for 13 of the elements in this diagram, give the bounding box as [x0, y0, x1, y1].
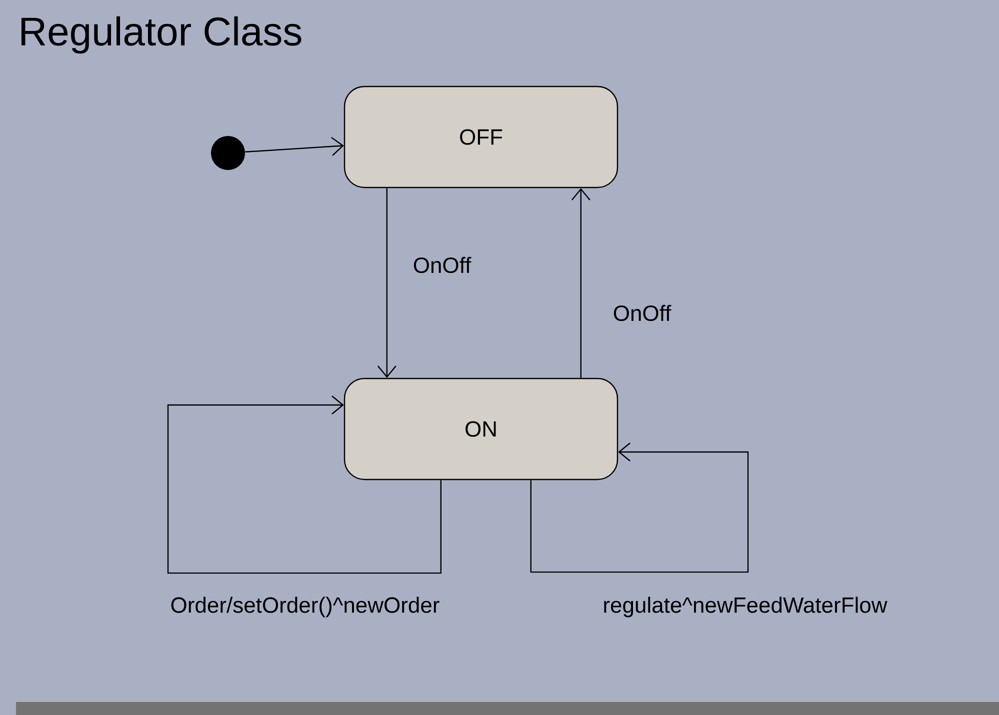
edge-label: OnOff [610, 302, 674, 324]
self-loop-arrow [167, 396, 442, 574]
title: Regulator Class [22, 16, 302, 54]
state-box: OFF [344, 86, 618, 188]
edge-label: OnOff [410, 254, 474, 276]
edge-label: regulate^newFeedWaterFlow [600, 594, 890, 620]
self-loop-arrow [530, 442, 749, 573]
state-box: ON [344, 378, 618, 480]
transition-arrow [571, 188, 590, 378]
initial-state-dot [211, 136, 245, 170]
edge-label: Order/setOrder()^newOrder [168, 594, 442, 620]
transition-arrow [377, 188, 396, 378]
initial-arrow [245, 136, 344, 156]
